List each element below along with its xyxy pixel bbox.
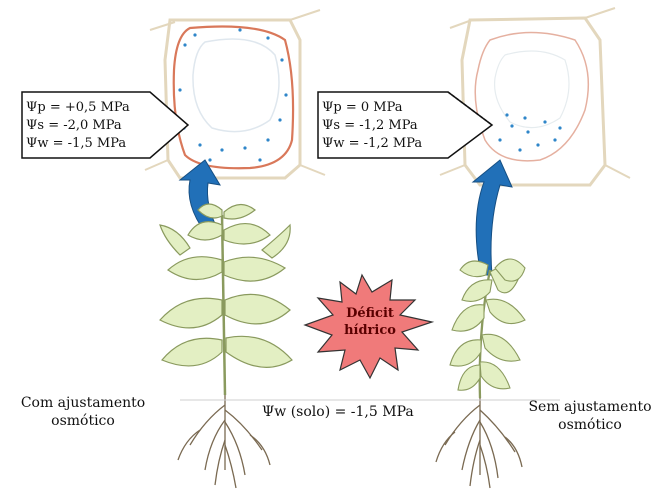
solute-dot <box>510 124 513 127</box>
right-plant-label-line-1: Sem ajustamento <box>515 398 665 416</box>
solute-dot <box>505 113 508 116</box>
burst-text-line-2: hídrico <box>335 323 405 339</box>
solute-dot <box>526 130 529 133</box>
left-roots <box>178 395 270 488</box>
solute-dot <box>284 93 287 96</box>
left-cell <box>145 10 325 178</box>
solute-dot <box>258 158 261 161</box>
right-roots <box>436 398 522 488</box>
solute-dot <box>208 158 211 161</box>
right-box-line-2: Ψs = -1,2 MPa <box>322 117 418 134</box>
burst-text-line-1: Déficit <box>335 306 405 322</box>
left-plant <box>160 204 292 395</box>
solute-dot <box>266 36 269 39</box>
right-box-line-3: Ψw = -1,2 MPa <box>322 135 422 152</box>
solute-dot <box>278 118 281 121</box>
right-plant <box>450 259 525 398</box>
solute-dot <box>193 33 196 36</box>
solute-dot <box>183 43 186 46</box>
left-box-line-1: Ψp = +0,5 MPa <box>26 99 130 116</box>
right-box-line-1: Ψp = 0 MPa <box>322 99 403 116</box>
left-box-line-2: Ψs = -2,0 MPa <box>26 117 122 134</box>
right-plant-label: Sem ajustamento osmótico <box>515 398 665 434</box>
right-cell <box>440 8 630 185</box>
solute-dot <box>498 138 501 141</box>
left-plant-label: Com ajustamento osmótico <box>8 394 158 430</box>
soil-potential-label: Ψw (solo) = -1,5 MPa <box>262 404 414 420</box>
solute-dot <box>518 148 521 151</box>
left-vacuole <box>193 39 279 132</box>
solute-dot <box>220 148 223 151</box>
solute-dot <box>178 88 181 91</box>
solute-dot <box>553 138 556 141</box>
right-plant-label-line-2: osmótico <box>515 416 665 434</box>
left-plant-label-line-2: osmótico <box>8 412 158 430</box>
solute-dot <box>523 116 526 119</box>
right-arrow <box>473 160 512 275</box>
left-box-line-3: Ψw = -1,5 MPa <box>26 135 126 152</box>
right-vacuole <box>495 51 569 128</box>
solute-dot <box>198 143 201 146</box>
solute-dot <box>243 146 246 149</box>
left-plant-label-line-1: Com ajustamento <box>8 394 158 412</box>
solute-dot <box>266 138 269 141</box>
left-arrow <box>180 160 220 232</box>
solute-dot <box>238 28 241 31</box>
solute-dot <box>558 126 561 129</box>
solute-dot <box>536 143 539 146</box>
solute-dot <box>543 120 546 123</box>
solute-dot <box>280 58 283 61</box>
